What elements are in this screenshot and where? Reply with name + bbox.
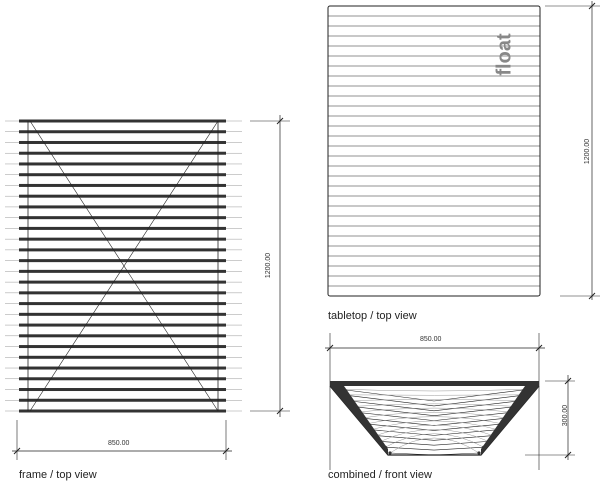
- frame-slat: [19, 366, 226, 370]
- front-slat-curve: [366, 416, 503, 425]
- frame-slat: [19, 269, 226, 273]
- frame-caption: frame / top view: [19, 469, 97, 481]
- frame-slat: [19, 345, 226, 349]
- combined-caption: combined / front view: [328, 469, 432, 481]
- front-slat-curve: [347, 399, 522, 401]
- front-slat-line: [389, 452, 435, 456]
- front-slat-line: [366, 423, 435, 431]
- front-side-panel: [330, 386, 388, 455]
- front-slat-line: [371, 429, 435, 436]
- frame-height-label: 1200.00: [265, 252, 273, 279]
- front-slat-line: [433, 429, 498, 436]
- combined-width-label: 850.00: [420, 336, 442, 343]
- front-joint-dot: [388, 451, 392, 455]
- frame-width-label: 850.00: [108, 440, 130, 447]
- frame-slat: [19, 280, 226, 284]
- front-slat-line: [433, 417, 508, 426]
- front-slat-curve: [352, 403, 517, 407]
- front-slat-line: [433, 435, 494, 441]
- frame-slat: [19, 312, 226, 316]
- frame-slat: [19, 140, 226, 144]
- front-side-panel: [481, 386, 539, 455]
- frame-slat: [19, 291, 226, 295]
- front-slat-line: [433, 423, 503, 431]
- frame-slat: [19, 355, 226, 359]
- frame-slat: [19, 259, 226, 263]
- tabletop-outline: [327, 5, 541, 297]
- frame-slat: [19, 216, 226, 220]
- front-slat-line: [433, 452, 480, 456]
- frame-slat: [19, 248, 226, 252]
- frame-slat: [19, 237, 226, 241]
- frame-slat: [19, 119, 226, 123]
- dimension-tick: [588, 2, 596, 10]
- front-slat-curve: [361, 412, 508, 419]
- frame-slat: [19, 151, 226, 155]
- front-slat-curve: [389, 437, 480, 454]
- front-slat-curve: [385, 433, 484, 448]
- front-slat-line: [433, 400, 522, 412]
- dimension-tick: [588, 292, 596, 300]
- front-slat-line: [385, 446, 435, 451]
- frame-slat: [19, 398, 226, 402]
- frame-slat: [19, 205, 226, 209]
- front-slat-line: [361, 417, 435, 426]
- frame-diagonal: [29, 120, 219, 412]
- dimension-tick: [276, 407, 284, 415]
- frame-slat: [19, 388, 226, 392]
- frame-slat: [19, 302, 226, 306]
- tabletop-caption: tabletop / top view: [328, 310, 417, 322]
- frame-top-view: [5, 115, 290, 460]
- front-slat-line: [347, 400, 435, 412]
- front-tabletop-edge: [330, 381, 539, 386]
- dimension-tick: [535, 344, 543, 352]
- front-slat-line: [433, 406, 517, 417]
- float-logo-text: float: [493, 33, 516, 76]
- combined-front-view: [325, 333, 575, 470]
- front-slat-curve: [375, 424, 494, 436]
- frame-slat: [19, 194, 226, 198]
- front-slat-line: [380, 441, 435, 446]
- front-slat-curve: [356, 407, 513, 413]
- dimension-tick: [564, 451, 572, 459]
- frame-slat: [19, 162, 226, 166]
- combined-height-label: 300.00: [562, 404, 570, 427]
- tabletop-top-view: [327, 1, 600, 300]
- front-slat-curve: [337, 388, 532, 392]
- frame-slat: [19, 323, 226, 327]
- frame-slat: [19, 226, 226, 230]
- front-joint-dot: [477, 451, 481, 455]
- dimension-tick: [222, 447, 230, 455]
- front-slat-line: [433, 411, 513, 421]
- frame-slat: [19, 377, 226, 381]
- front-slat-line: [375, 435, 435, 441]
- front-slat-line: [433, 446, 484, 451]
- frame-slat: [19, 334, 226, 338]
- front-slat-line: [352, 406, 435, 417]
- frame-slat: [19, 409, 226, 413]
- tabletop-height-label: 1200.00: [584, 138, 592, 165]
- frame-slat: [19, 130, 226, 134]
- dimension-tick: [13, 447, 21, 455]
- front-slat-line: [356, 411, 435, 421]
- front-slat-curve: [371, 420, 498, 430]
- dimension-tick: [326, 344, 334, 352]
- frame-slat: [19, 173, 226, 177]
- front-slat-curve: [380, 429, 489, 442]
- dimension-tick: [564, 377, 572, 385]
- dimension-tick: [276, 117, 284, 125]
- frame-slat: [19, 183, 226, 187]
